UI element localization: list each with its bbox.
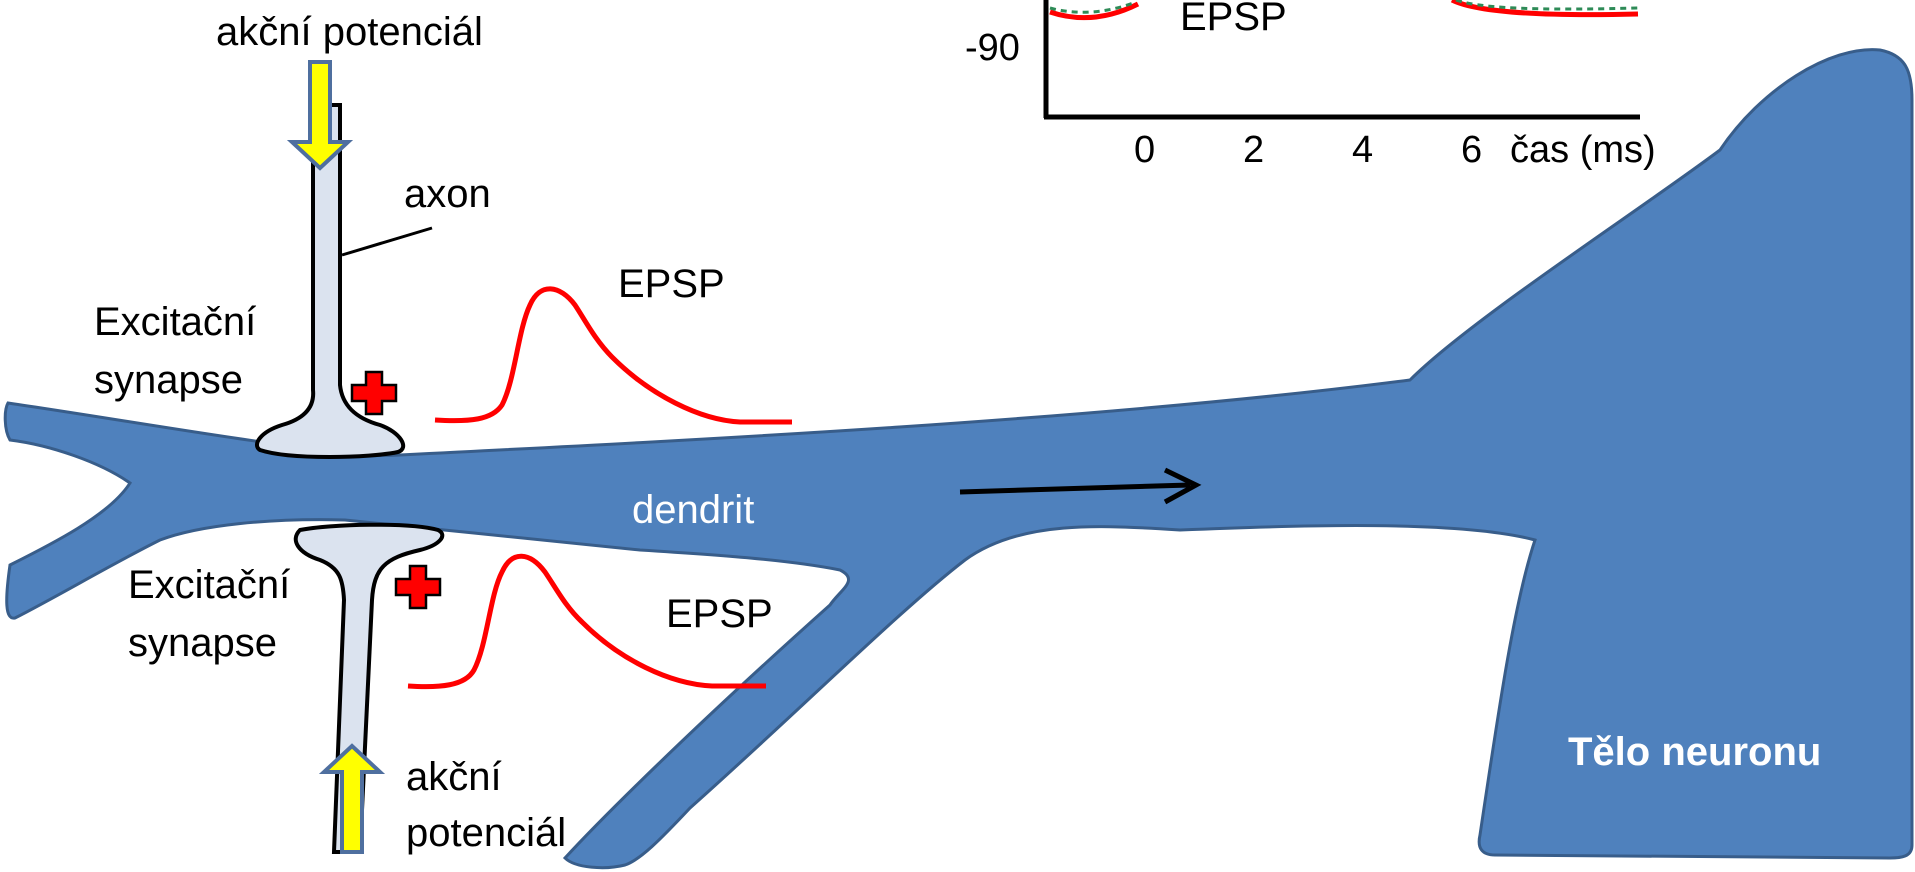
arrow-down-icon: [286, 60, 354, 171]
neuron-body-label: Tělo neuronu: [1568, 730, 1821, 774]
epsp-bottom-label: EPSP: [666, 592, 773, 636]
synapse-bottom-label-line1: Excitační: [128, 563, 290, 607]
arrow-up-icon: [318, 743, 386, 854]
axon-label: axon: [404, 172, 491, 216]
dendrite-label: dendrit: [632, 488, 754, 532]
inset-x-tick-0: 0: [1134, 129, 1155, 171]
epsp-curve-bottom: [407, 553, 766, 690]
epsp-top-label: EPSP: [618, 262, 725, 306]
synapse-bottom-label-line2: synapse: [128, 621, 277, 665]
inset-x-tick-2: 2: [1243, 129, 1264, 171]
inset-x-axis-label: čas (ms): [1510, 129, 1656, 171]
plus-icon: [350, 370, 398, 416]
top-axon-terminal: [255, 103, 406, 459]
inset-chart: -90 0 2 4 6 čas (ms) EPSP: [965, 0, 1656, 171]
bottom-axon-terminal: [293, 522, 445, 854]
action-potential-top-label: akční potenciál: [216, 10, 483, 54]
axon-pointer-line: [341, 226, 433, 257]
synapse-top-label-line1: Excitační: [94, 300, 256, 344]
inset-x-tick-6: 6: [1461, 129, 1482, 171]
action-potential-bottom-label-line1: akční: [406, 755, 502, 799]
inset-x-tick-4: 4: [1352, 129, 1373, 171]
plus-icon: [394, 564, 442, 610]
synapse-top-label-line2: synapse: [94, 358, 243, 402]
bottom-synapse: [293, 522, 766, 854]
inset-y-tick: -90: [965, 27, 1020, 69]
neuron-shape: [3, 48, 1914, 870]
top-synapse: [255, 60, 792, 459]
inset-curve-left-dashed: [1049, 0, 1137, 14]
epsp-curve-top: [434, 286, 792, 425]
inset-curve-right-dashed: [1455, 0, 1639, 11]
arrow-right-icon: [959, 467, 1202, 505]
action-potential-bottom-label-line2: potenciál: [406, 811, 566, 855]
inset-curve-right: [1450, 0, 1639, 18]
inset-curve-left: [1049, 1, 1140, 21]
inset-epsp-label: EPSP: [1180, 0, 1287, 39]
